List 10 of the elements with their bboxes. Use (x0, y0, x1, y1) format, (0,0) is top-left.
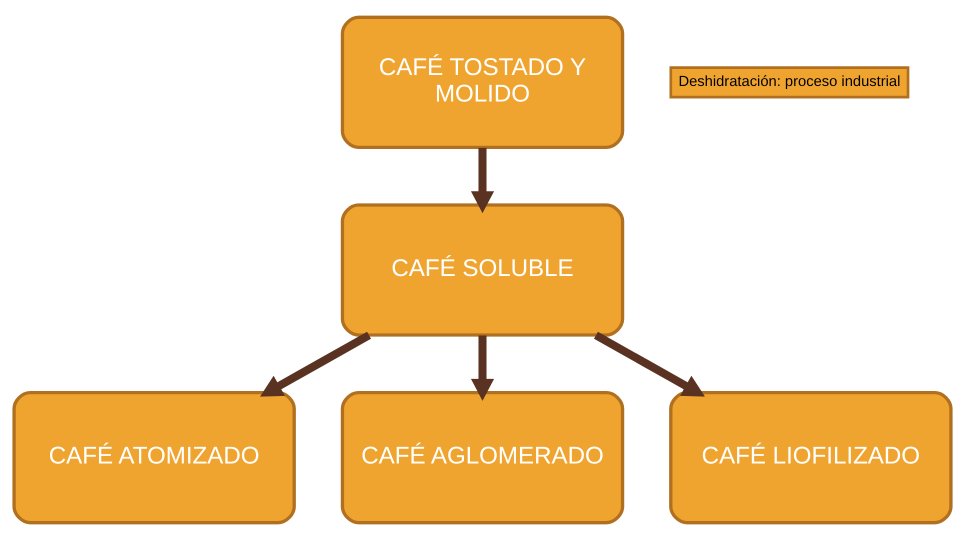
node-box: CAFÉ SOLUBLE (340, 203, 624, 337)
arrow (260, 332, 372, 397)
node-box: CAFÉ TOSTADO Y MOLIDO (340, 16, 624, 150)
arrow (594, 332, 705, 397)
node-box: CAFÉ LIOFILIZADO (669, 390, 953, 524)
arrow (470, 336, 494, 401)
node-box: Deshidratación: proceso industrial (669, 66, 910, 98)
node-box: CAFÉ AGLOMERADO (340, 390, 624, 524)
node-box: CAFÉ ATOMIZADO (12, 390, 296, 524)
arrow (470, 148, 494, 214)
